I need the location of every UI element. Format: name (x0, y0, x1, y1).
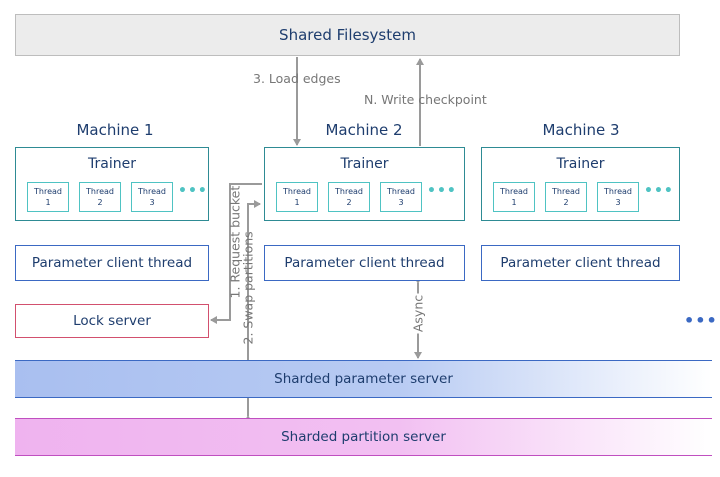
machine-1-parameter-client: Parameter client thread (15, 245, 209, 281)
machine-2-label: Machine 2 (325, 121, 403, 139)
async-label: Async (410, 293, 426, 334)
more-machines-ellipsis-icon: ••• (684, 311, 718, 330)
write-checkpoint-label: N. Write checkpoint (364, 92, 487, 107)
trainer-label: Trainer (340, 156, 389, 172)
sharded-parameter-server: Sharded parameter server (15, 360, 712, 398)
trainer-label: Trainer (88, 156, 136, 172)
machine-3-label: Machine 3 (542, 121, 620, 139)
thread-ellipsis-icon: ••• (427, 183, 457, 199)
sharded-partition-server: Sharded partition server (15, 418, 712, 456)
shared-filesystem: Shared Filesystem (15, 14, 680, 56)
thread-ellipsis-icon: ••• (178, 183, 208, 199)
request-bucket-arrow (210, 183, 262, 324)
machine-2-parameter-client: Parameter client thread (264, 245, 465, 281)
machine-3-parameter-client: Parameter client thread (481, 245, 680, 281)
swap-partitions-label: 2. Swap partitions (240, 231, 256, 345)
lock-server: Lock server (15, 304, 209, 338)
machine-1-label: Machine 1 (76, 121, 154, 139)
swap-partitions-arrow (244, 200, 261, 422)
trainer-label: Trainer (556, 156, 605, 172)
load-edges-label: 3. Load edges (253, 71, 341, 86)
shared-filesystem-label: Shared Filesystem (279, 26, 416, 44)
thread-ellipsis-icon: ••• (644, 183, 674, 199)
